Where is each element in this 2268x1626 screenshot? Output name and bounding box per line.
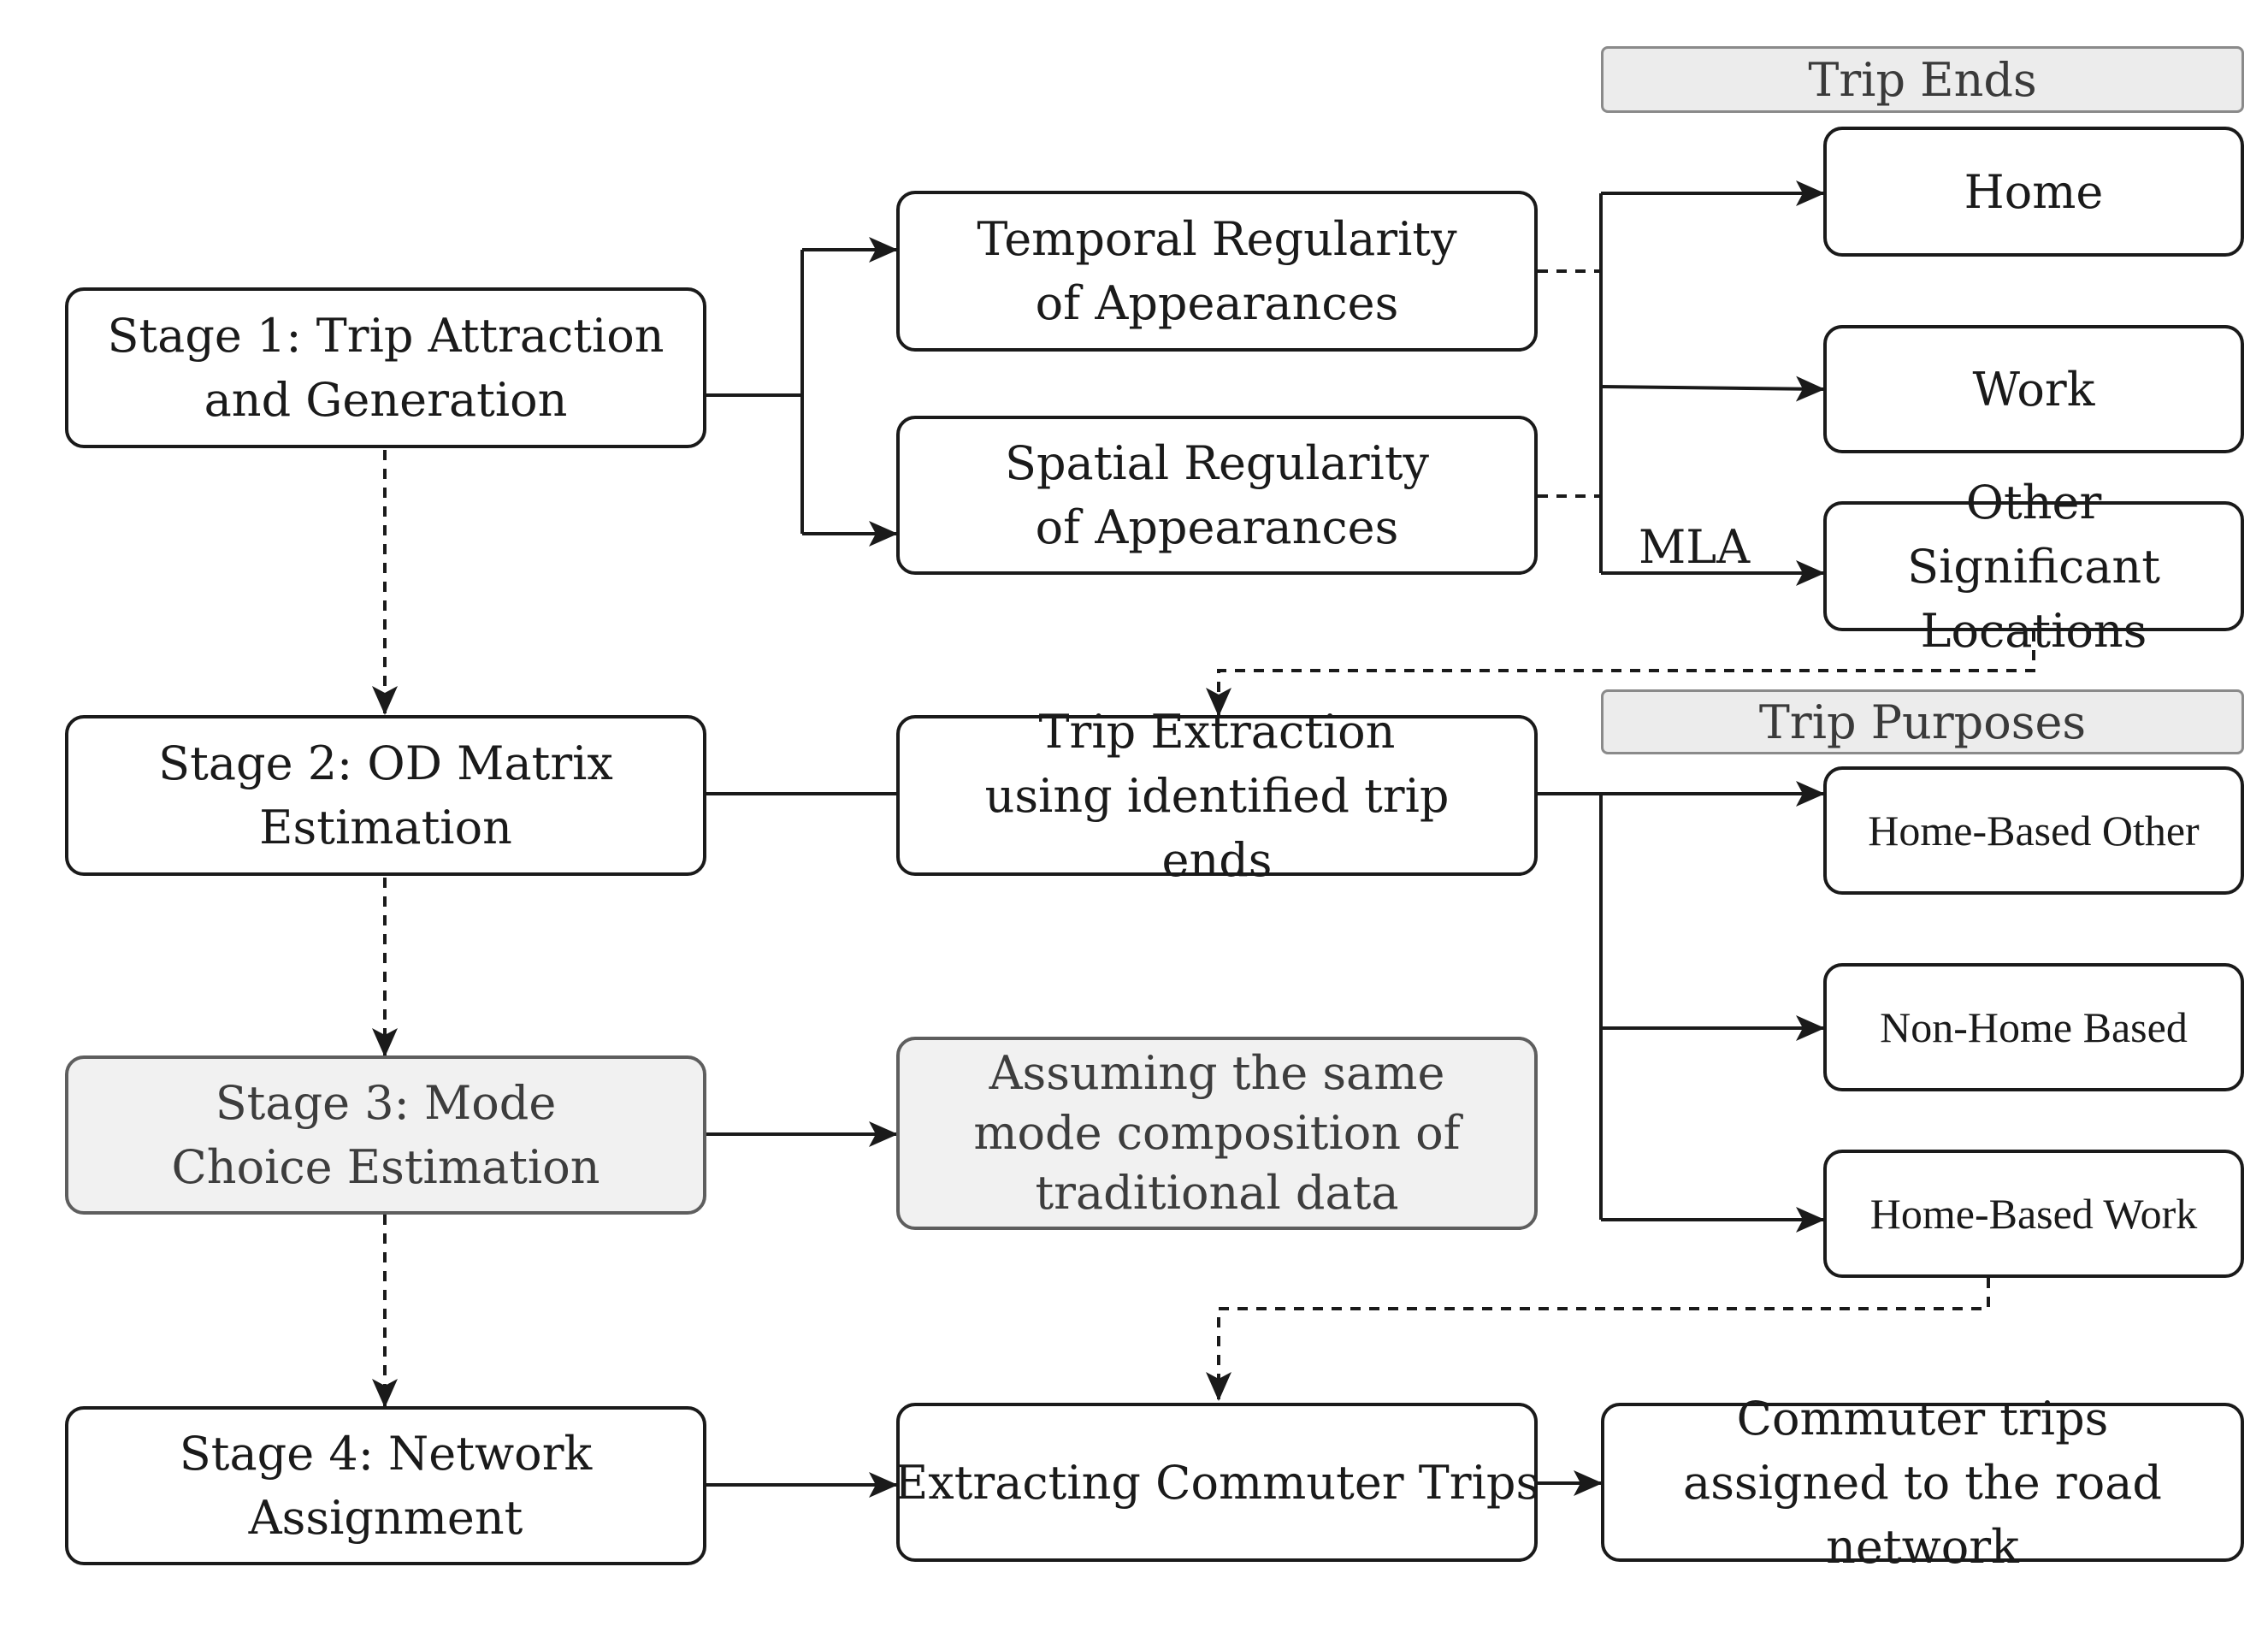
stage3-box: Stage 3: Mode Choice Estimation <box>65 1055 706 1215</box>
assuming-mode-box: Assuming the same mode composition of tr… <box>896 1037 1538 1230</box>
temporal-spatial-dotted-links <box>1538 269 1601 498</box>
stage1-box: Stage 1: Trip Attraction and Generation <box>65 287 706 448</box>
stage2-box: Stage 2: OD Matrix Estimation <box>65 715 706 876</box>
trip-purposes-header-label: Trip Purposes <box>1758 695 2087 749</box>
purpose-home-based-other-box: Home-Based Other <box>1823 766 2244 895</box>
extracting-commuter-label: Extracting Commuter Trips <box>894 1455 1540 1510</box>
spatial-regularity-box: Spatial Regularity of Appearances <box>896 416 1538 575</box>
trip-purposes-connector <box>1538 781 1825 1233</box>
stage1-branch-connector <box>706 237 898 547</box>
work-to-extracting-dotted <box>1217 1278 1990 1379</box>
trip-end-home-box: Home <box>1823 127 2244 257</box>
temporal-regularity-label: Temporal Regularity of Appearances <box>977 212 1457 330</box>
purpose-home-based-other-label: Home-Based Other <box>1868 806 2200 854</box>
purpose-non-home-based-box: Non-Home Based <box>1823 963 2244 1091</box>
trip-end-work-box: Work <box>1823 325 2244 453</box>
mla-label: MLA <box>1639 520 1751 574</box>
trip-end-work-label: Work <box>1972 362 2095 417</box>
assuming-mode-label: Assuming the same mode composition of tr… <box>973 1046 1461 1220</box>
final-assignment-box: Commuter trips assigned to the road netw… <box>1601 1392 2244 1574</box>
temporal-regularity-box: Temporal Regularity of Appearances <box>896 191 1538 352</box>
trip-extraction-box: Trip Extraction using identified trip en… <box>896 705 1538 887</box>
final-assignment-label: Commuter trips assigned to the road netw… <box>1683 1391 2162 1574</box>
trip-end-home-label: Home <box>1964 164 2104 219</box>
purpose-home-based-work-label: Home-Based Work <box>1869 1189 2198 1238</box>
trip-ends-header-label: Trip Ends <box>1808 52 2037 107</box>
trip-ends-header: Trip Ends <box>1601 46 2244 113</box>
trip-purposes-header: Trip Purposes <box>1601 689 2244 754</box>
stage1-label: Stage 1: Trip Attraction and Generation <box>107 309 664 427</box>
trip-end-other-label: Other Significant Locations <box>1907 475 2160 658</box>
extracting-commuter-box: Extracting Commuter Trips <box>894 1403 1540 1562</box>
stage4-label: Stage 4: Network Assignment <box>179 1427 593 1545</box>
trip-extraction-label: Trip Extraction using identified trip en… <box>984 704 1450 887</box>
trip-ends-connector <box>1599 180 1825 586</box>
stage3-label: Stage 3: Mode Choice Estimation <box>171 1076 600 1194</box>
purpose-non-home-based-label: Non-Home Based <box>1880 1002 2188 1051</box>
purpose-home-based-work-box: Home-Based Work <box>1823 1150 2244 1278</box>
stage2-label: Stage 2: OD Matrix Estimation <box>158 736 613 854</box>
spatial-regularity-label: Spatial Regularity of Appearances <box>1004 436 1430 554</box>
stage4-box: Stage 4: Network Assignment <box>65 1406 706 1565</box>
trip-end-other-box: Other Significant Locations <box>1823 476 2244 658</box>
